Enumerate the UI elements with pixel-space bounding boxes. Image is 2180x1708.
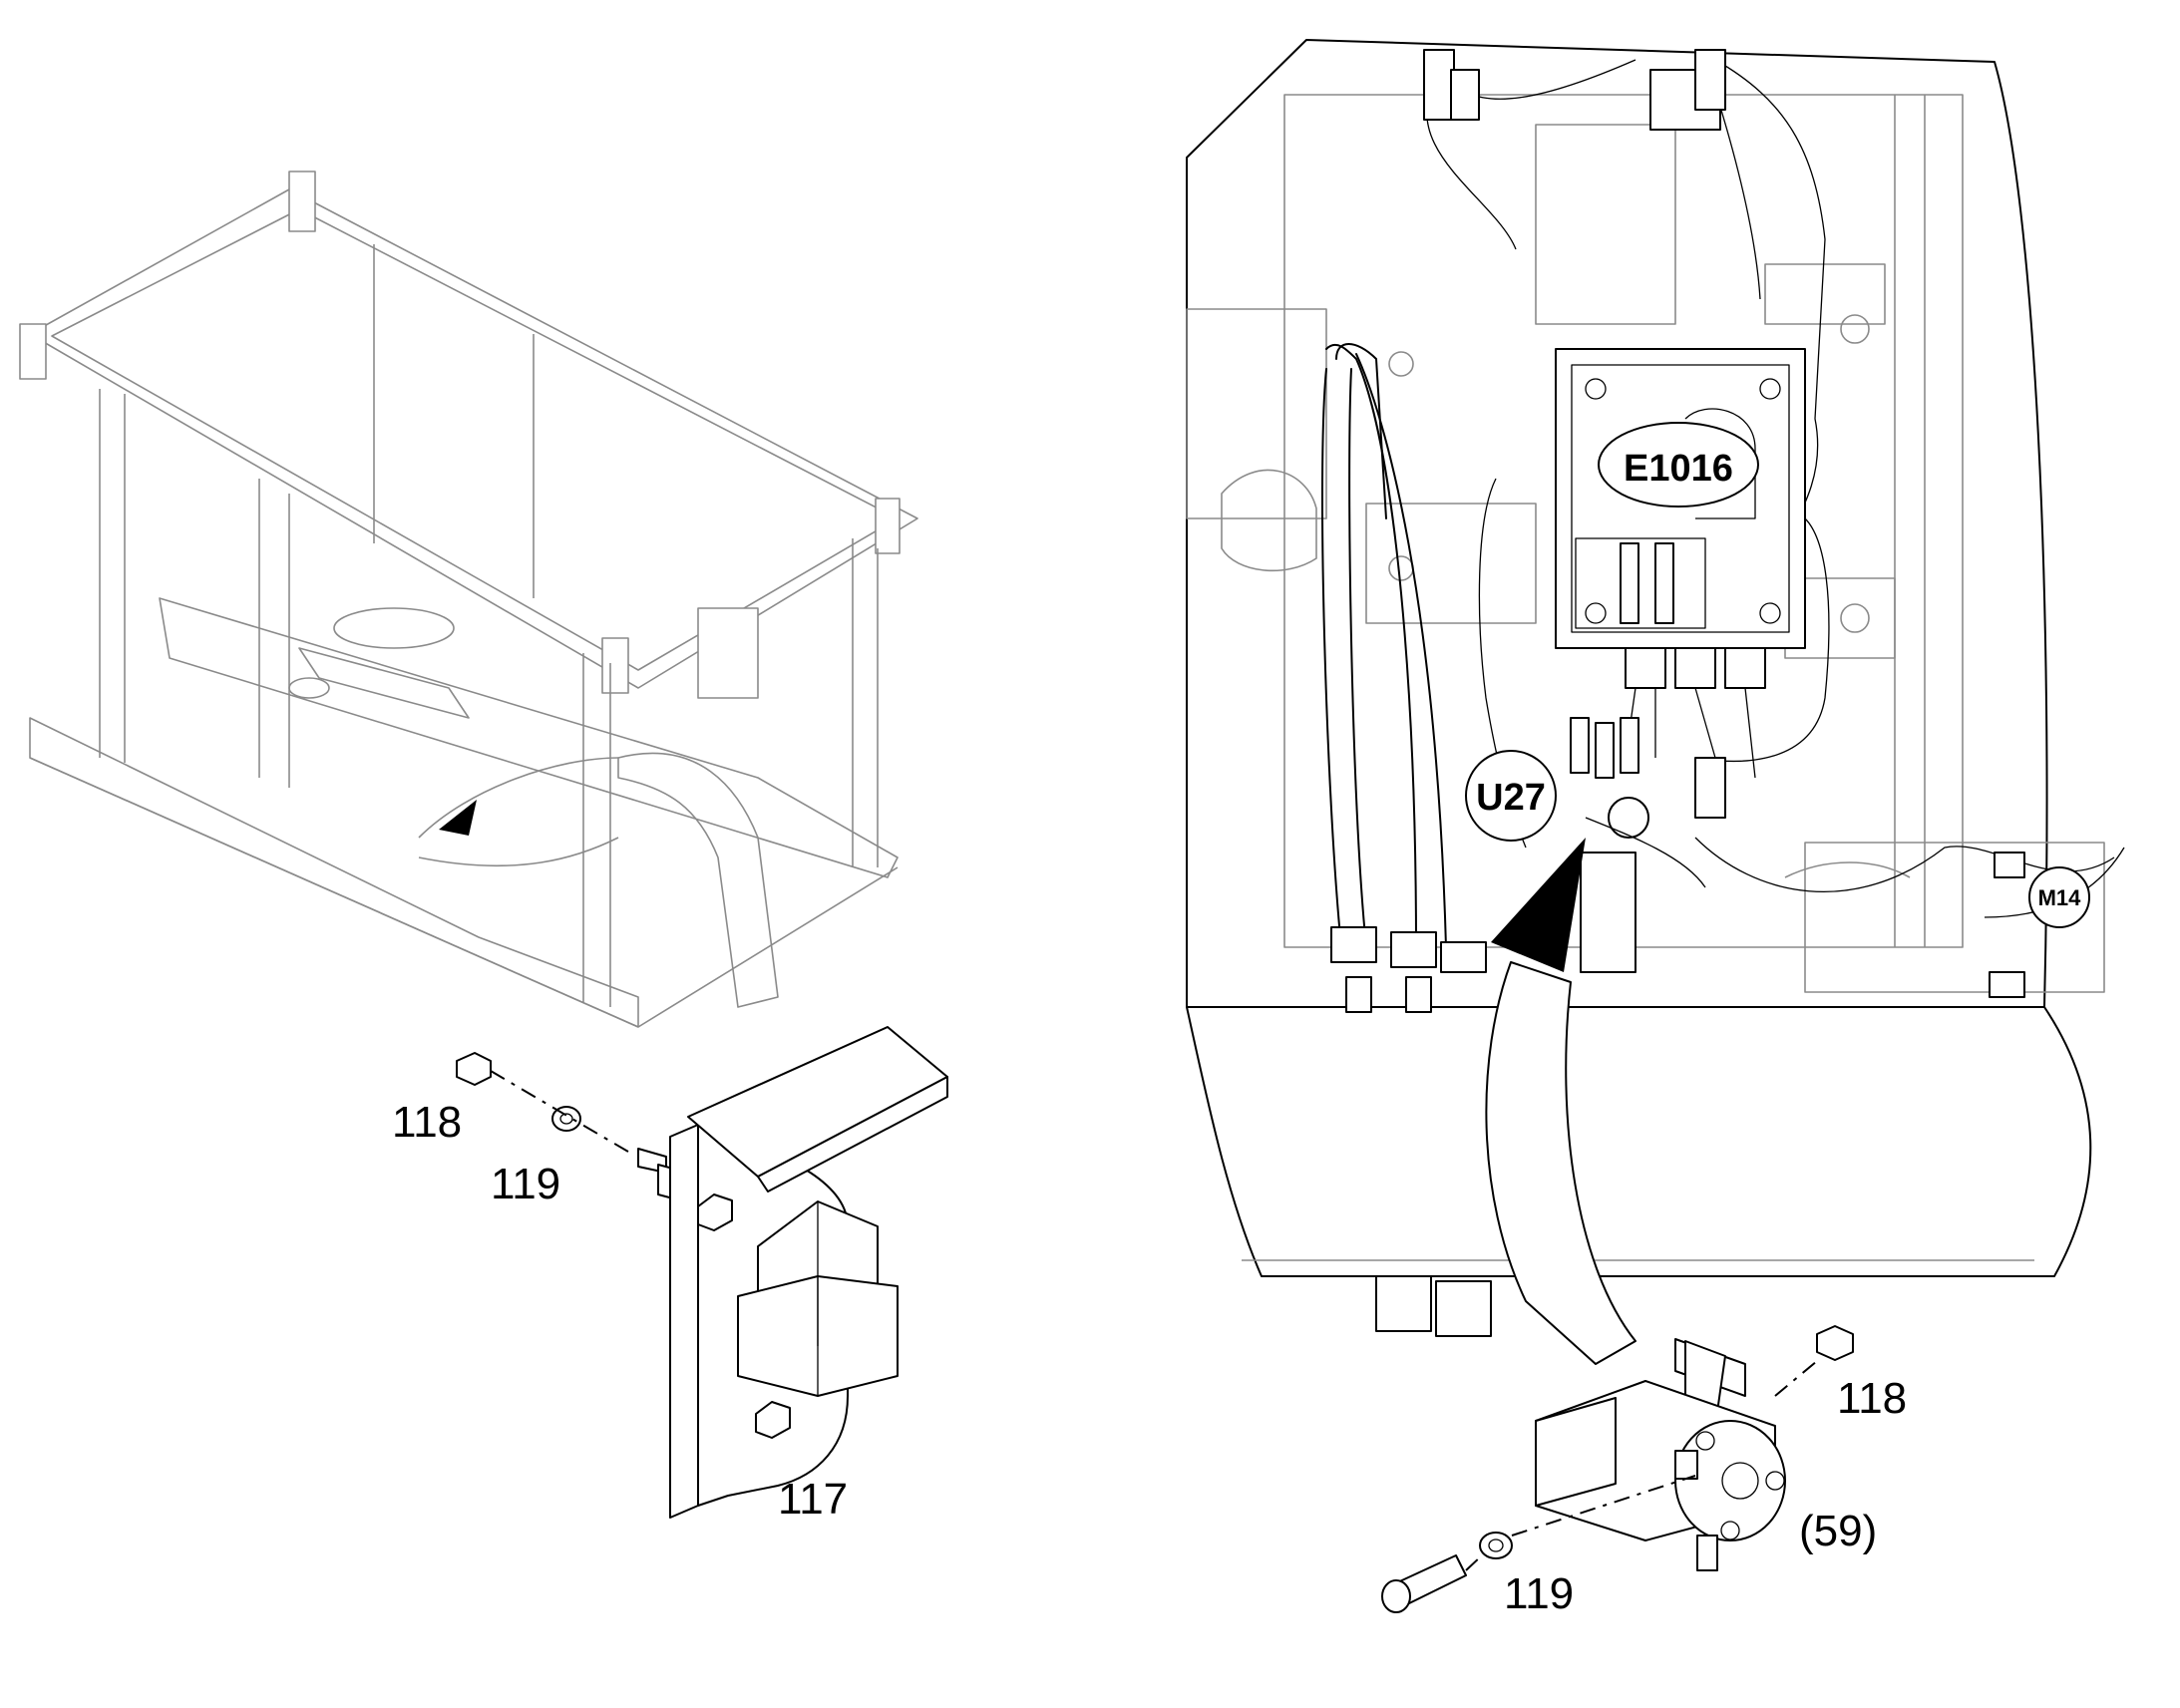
svg-text:U27: U27 [1476,777,1546,819]
callout-119-right: 119 [1504,1569,1574,1618]
plate-nut-lower [755,1401,791,1439]
badge-e1016: E1016 [1598,422,1759,508]
svg-text:E1016: E1016 [1624,448,1733,490]
nut-118-right [1816,1325,1854,1361]
callout-118-right: 118 [1837,1374,1907,1423]
callout-59: (59) [1799,1507,1877,1555]
badge-m14: M14 [2028,866,2090,928]
triangle-pointer-icon [439,800,477,836]
washer-119-right [1479,1532,1513,1559]
svg-text:M14: M14 [2038,885,2082,910]
callout-118-left: 118 [392,1098,462,1147]
callout-119-left: 119 [491,1160,560,1208]
bracket-assembly-117: 118 119 117 [392,1026,948,1524]
plate-nut-upper [697,1194,733,1231]
badge-u27: U27 [1465,750,1557,842]
cabinet-interior-view: E1016 U27 M14 [1186,39,2125,1365]
curved-pointer-icon [1491,838,1586,972]
pump-assembly-59: 118 119 (59) [1381,1325,1907,1618]
nut-118 [456,1052,492,1086]
washer-119 [551,1106,581,1132]
callout-117: 117 [778,1475,848,1524]
frame-assembly-overview [19,171,918,1028]
